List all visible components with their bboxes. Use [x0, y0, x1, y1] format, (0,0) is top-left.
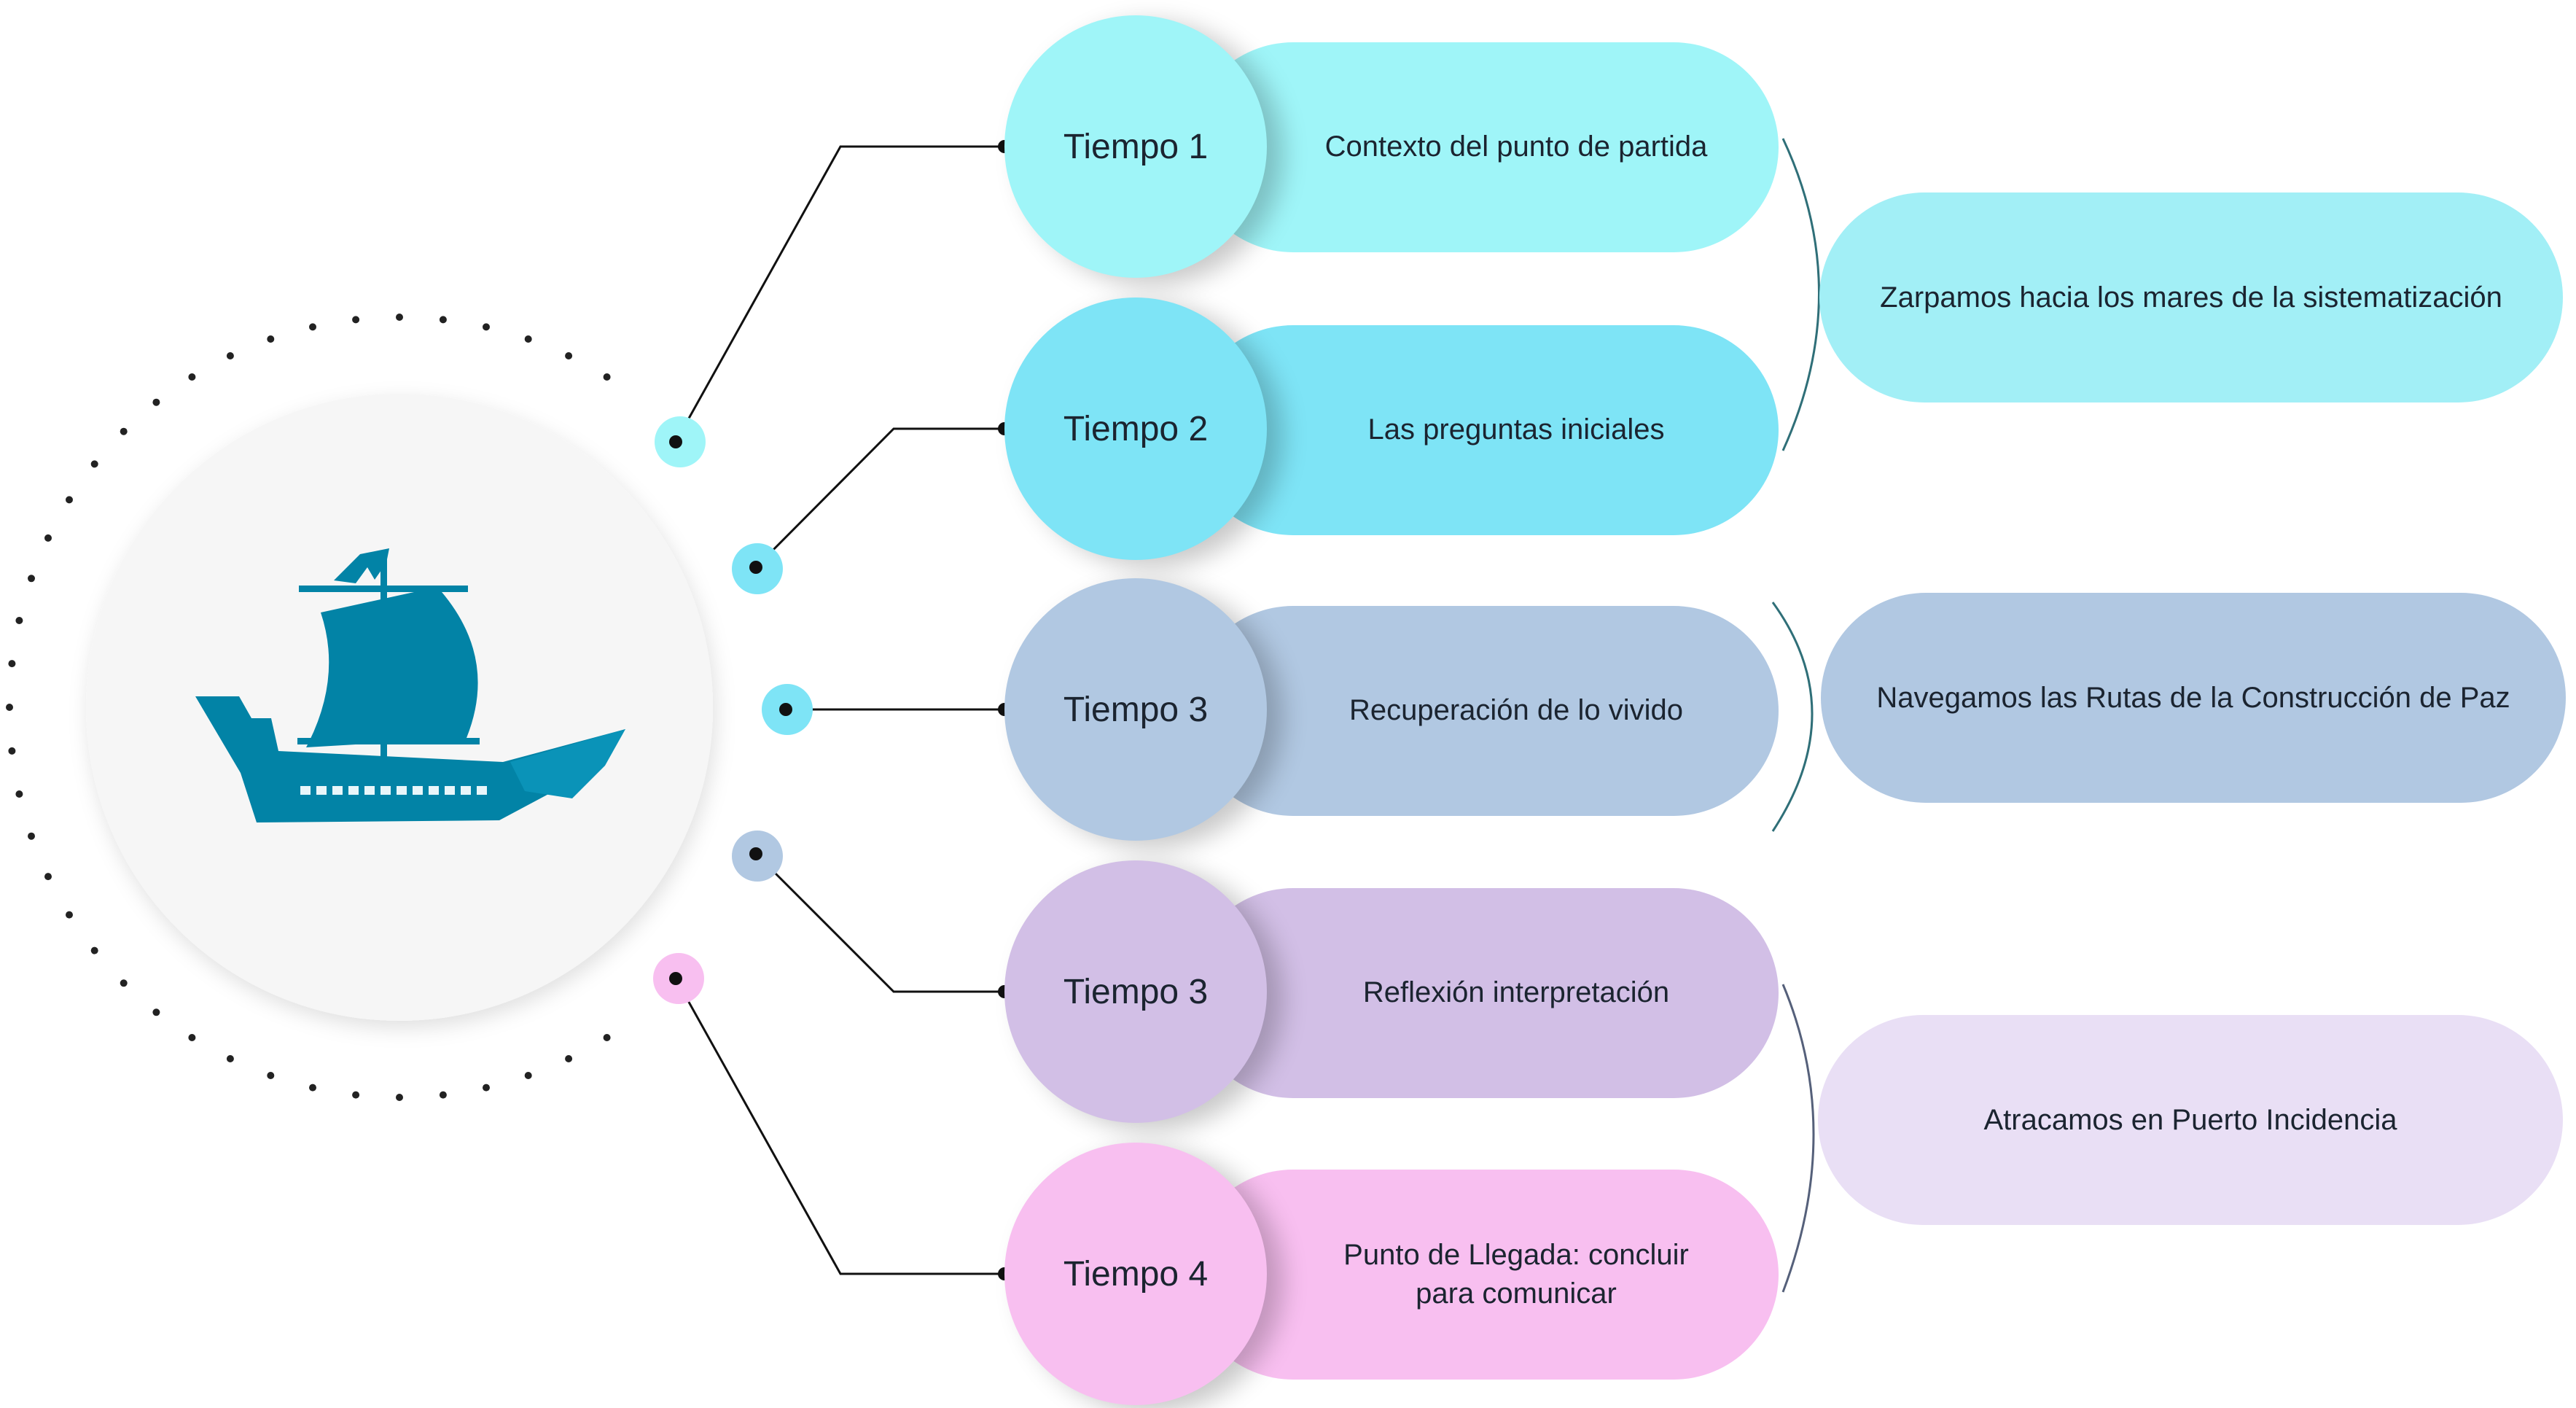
- orbit-dot: [267, 1072, 275, 1079]
- orbit-dot: [120, 427, 128, 435]
- tiempo-pill-text: Recuperación de lo vivido: [1349, 694, 1684, 727]
- stage-label: Zarpamos hacia los mares de la sistemati…: [1880, 281, 2502, 314]
- orbit-dot: [352, 1091, 360, 1099]
- tiempo-pill-text: Las preguntas iniciales: [1367, 413, 1665, 446]
- tiempo-pill-4: Reflexión interpretación: [1188, 888, 1779, 1098]
- tiempo-pill-5: Punto de Llegada: concluir para comunica…: [1188, 1170, 1779, 1380]
- tiempo-label: Tiempo 3: [1063, 690, 1209, 729]
- orbit-dot: [188, 1034, 196, 1041]
- tiempo-label: Tiempo 3: [1063, 972, 1209, 1011]
- bracket-stage-3: [1781, 984, 1815, 1293]
- tiempo-circle-4: Tiempo 3: [1004, 860, 1267, 1123]
- orbit-dot: [524, 1072, 532, 1079]
- orbit-dot: [226, 1055, 234, 1062]
- orbit-dot: [226, 352, 234, 359]
- tiempo-label: Tiempo 4: [1063, 1254, 1209, 1294]
- stage-label: Navegamos las Rutas de la Construcción d…: [1876, 681, 2510, 714]
- tiempo-circle-1: Tiempo 1: [1004, 15, 1267, 278]
- orbit-dot: [396, 1094, 403, 1101]
- tiempo-circle-3: Tiempo 3: [1004, 578, 1267, 841]
- orbit-dot: [90, 460, 98, 468]
- bracket-stage-2: [1771, 602, 1814, 832]
- tiempo-pill-text: Contexto del punto de partida: [1324, 131, 1708, 163]
- connector-1: [674, 145, 1004, 443]
- orbit-dot: [352, 316, 360, 324]
- orbit-dot: [152, 1008, 160, 1016]
- tiempo-circle-5: Tiempo 4: [1004, 1143, 1267, 1405]
- orbit-dot: [44, 534, 52, 542]
- orbit-dot: [28, 575, 35, 583]
- tiempo-label: Tiempo 1: [1063, 127, 1209, 166]
- orbit-dot: [565, 1055, 573, 1062]
- orbit-dot: [66, 496, 73, 504]
- tiempo-circle-2: Tiempo 2: [1004, 297, 1267, 560]
- tiempo-pill-text: Reflexión interpretación: [1362, 976, 1670, 1009]
- tiempo-pill-text: Punto de Llegada: concluir para comunica…: [1343, 1238, 1689, 1310]
- stage-pill-3: Atracamos en Puerto Incidencia: [1818, 1015, 2563, 1225]
- connector-2: [754, 427, 1004, 569]
- orbit-dot: [120, 979, 128, 987]
- orbit-dot: [309, 1084, 316, 1092]
- bracket-stage-1: [1781, 138, 1820, 451]
- orbit-dot: [28, 832, 35, 840]
- orbit-dot: [188, 373, 196, 381]
- orbit-dot: [396, 314, 403, 321]
- orbit-dot: [8, 660, 16, 668]
- dotted-orbit: [6, 314, 611, 1101]
- orbit-dot: [15, 790, 23, 798]
- orbit-dot: [66, 911, 73, 919]
- orbit-dot: [90, 946, 98, 954]
- stage-label: Atracamos en Puerto Incidencia: [1983, 1103, 2397, 1136]
- connector-4: [754, 852, 1004, 993]
- brackets: [1771, 138, 1820, 1293]
- orbit-dot: [6, 704, 13, 711]
- orbit-dot: [565, 352, 573, 359]
- stage-pill-2: Navegamos las Rutas de la Construcción d…: [1821, 593, 2566, 803]
- orbit-dot: [15, 617, 23, 624]
- orbit-dot: [152, 398, 160, 406]
- orbit-dot: [439, 1091, 447, 1099]
- orbit-dot: [267, 335, 275, 343]
- ship-icon: [195, 548, 625, 822]
- tiempo-label: Tiempo 2: [1063, 409, 1209, 448]
- tiempo-pill-3: Recuperación de lo vivido: [1188, 606, 1779, 816]
- orbit-dot: [439, 316, 447, 324]
- orbit-dot: [8, 747, 16, 755]
- orbit-dot: [524, 335, 532, 343]
- orbit-dot: [483, 323, 490, 331]
- orbit-dot: [44, 873, 52, 881]
- tiempo-pill-2: Las preguntas iniciales: [1188, 325, 1779, 535]
- orbit-dot: [483, 1084, 490, 1092]
- stage-pill-1: Zarpamos hacia los mares de la sistemati…: [1819, 192, 2563, 402]
- orbit-dot: [603, 1034, 611, 1041]
- connectors: [674, 145, 1004, 1275]
- orbit-dot: [309, 323, 316, 331]
- orbit-dot: [603, 373, 611, 381]
- tiempo-pill-1: Contexto del punto de partida: [1188, 42, 1779, 252]
- connector-5: [674, 978, 1004, 1275]
